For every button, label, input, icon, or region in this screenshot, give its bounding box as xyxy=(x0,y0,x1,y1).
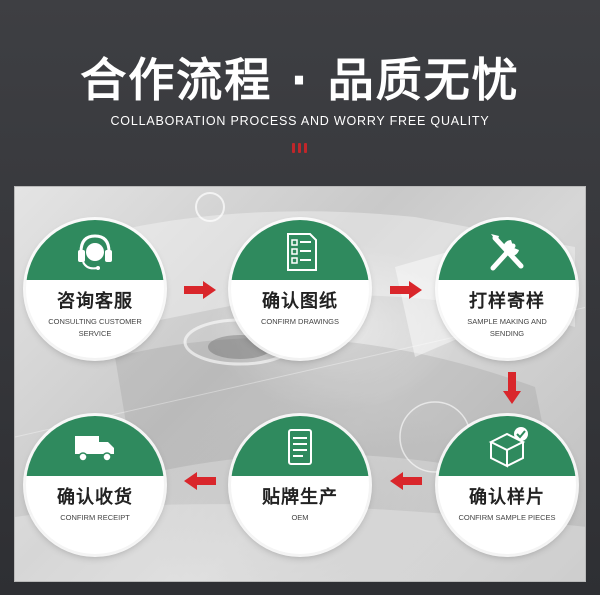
arrow-right-icon xyxy=(184,281,216,299)
step-consulting-customer-service: 咨询客服 CONSULTING CUSTOMER SERVICE xyxy=(26,220,164,358)
step-subtitle: CONFIRM SAMPLE PIECES xyxy=(458,513,556,522)
step-sample-making-and-sending: 打样寄样 SAMPLE MAKING AND SENDING xyxy=(438,220,576,358)
header: 合作流程 · 品质无忧 COLLABORATION PROCESS AND WO… xyxy=(0,0,600,185)
arrow-left-icon xyxy=(390,472,422,490)
step-subtitle: CONSULTING CUSTOMER SERVICE xyxy=(48,317,142,338)
step-title: 确认收货 xyxy=(57,487,133,508)
step-confirm-drawings: 确认图纸 CONFIRM DRAWINGS xyxy=(231,220,369,358)
step-confirm-sample-pieces: 确认样片 CONFIRM SAMPLE PIECES xyxy=(438,416,576,554)
process-panel: 咨询客服 CONSULTING CUSTOMER SERVICE 确认图纸 CO… xyxy=(14,186,586,582)
tools-icon xyxy=(490,234,524,271)
truck-icon xyxy=(75,436,114,462)
step-title: 确认样片 xyxy=(469,487,545,508)
step-title: 咨询客服 xyxy=(57,291,133,312)
step-oem: 贴牌生产 OEM xyxy=(231,416,369,554)
arrow-left-icon xyxy=(184,472,216,490)
page-subtitle: COLLABORATION PROCESS AND WORRY FREE QUA… xyxy=(110,114,490,128)
page-title: 合作流程 · 品质无忧 xyxy=(80,53,520,107)
step-subtitle: SAMPLE MAKING AND SENDING xyxy=(467,317,547,338)
title-accent-marks xyxy=(291,143,309,153)
step-title: 贴牌生产 xyxy=(262,487,338,508)
arrow-down-icon xyxy=(503,372,521,404)
step-subtitle: CONFIRM RECEIPT xyxy=(60,513,130,522)
arrow-right-icon xyxy=(390,281,422,299)
step-subtitle: OEM xyxy=(291,513,309,522)
clipboard-icon xyxy=(288,429,312,465)
step-title: 打样寄样 xyxy=(469,291,545,312)
step-subtitle: CONFIRM DRAWINGS xyxy=(260,317,340,326)
headset-icon xyxy=(78,234,112,270)
document-icon xyxy=(287,233,317,271)
box-check-icon xyxy=(488,427,528,468)
step-title: 确认图纸 xyxy=(262,291,338,312)
step-confirm-receipt: 确认收货 CONFIRM RECEIPT xyxy=(26,416,164,554)
